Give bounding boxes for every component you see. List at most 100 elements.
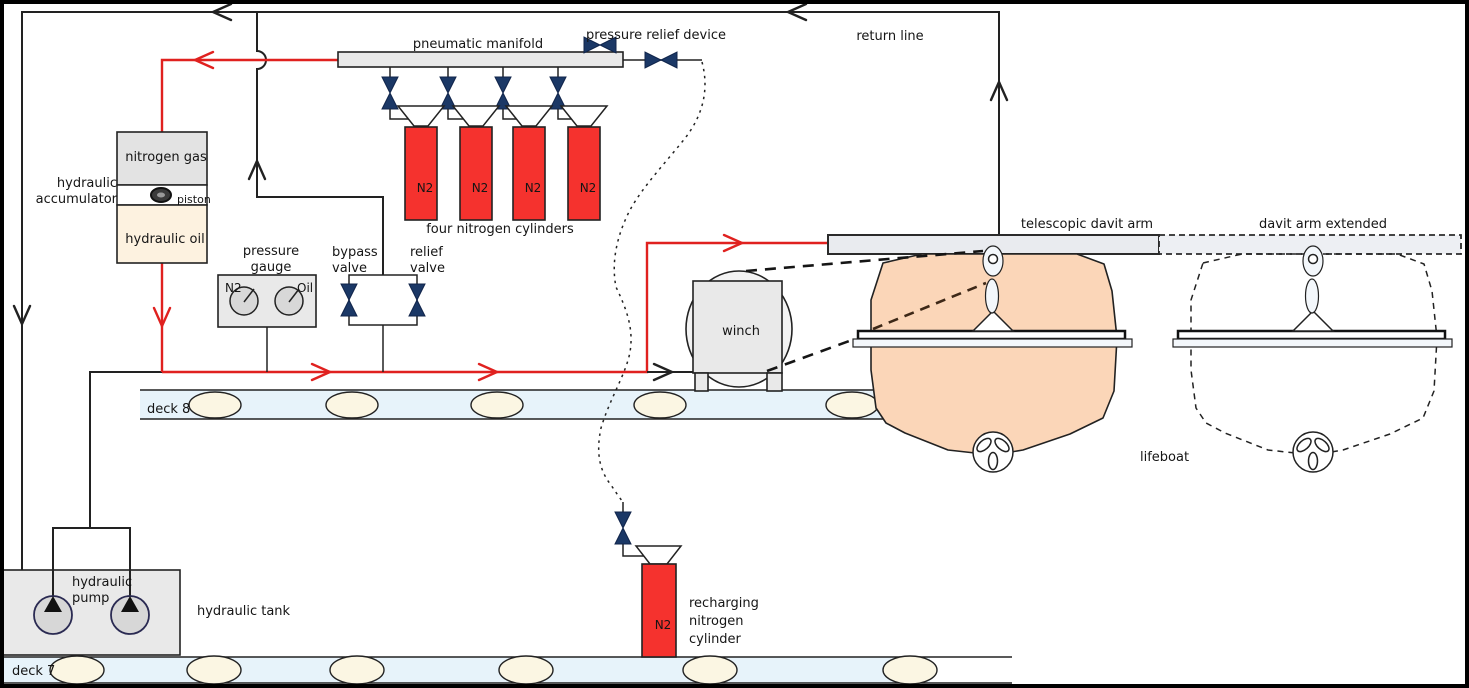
diagram-canvas bbox=[4, 4, 1462, 684]
deck8-porthole bbox=[470, 391, 524, 419]
main-pressure-line bbox=[162, 241, 827, 374]
hydraulic-oil-section bbox=[116, 204, 208, 264]
cylinder-funnel bbox=[451, 105, 501, 127]
lifeboat-hull bbox=[870, 253, 1118, 456]
flow-arrow-right bbox=[310, 362, 333, 382]
deck7-porthole bbox=[329, 655, 385, 684]
flow-arrow-down bbox=[12, 304, 32, 327]
recharge-valve-icon bbox=[614, 511, 632, 545]
lifting-beam bbox=[856, 329, 1127, 341]
flow-arrow-right bbox=[652, 362, 675, 382]
pressure-relief-device-label: pressure relief device bbox=[586, 28, 726, 43]
lifeboat-hull-extended bbox=[1190, 253, 1438, 456]
deck8-porthole bbox=[188, 391, 242, 419]
gauge-n2-label: N2 bbox=[225, 281, 242, 295]
cylinder-funnel bbox=[559, 105, 609, 127]
bypass-valve-icon bbox=[340, 283, 358, 317]
davit-arm-extended-label: davit arm extended bbox=[1259, 217, 1387, 232]
hoist-wire bbox=[745, 249, 984, 273]
return-line-piping bbox=[12, 4, 1009, 570]
deck7-porthole bbox=[882, 655, 938, 684]
recharging-assembly bbox=[598, 61, 706, 658]
hook-stand bbox=[971, 309, 1015, 332]
flow-arrow-up bbox=[989, 79, 1009, 102]
gauge-oil-label: Oil bbox=[297, 281, 314, 295]
pressure-relief-valve-icon bbox=[583, 36, 617, 54]
deck7-porthole bbox=[498, 655, 554, 684]
deck7-porthole bbox=[49, 655, 105, 684]
n2-label: N2 bbox=[471, 181, 489, 195]
n2-label: N2 bbox=[524, 181, 542, 195]
return-line-label: return line bbox=[856, 29, 924, 44]
lifeboat bbox=[852, 245, 1133, 473]
recharge-hose bbox=[598, 61, 706, 503]
winch-body bbox=[692, 280, 783, 374]
bypass-relief-assembly bbox=[340, 274, 426, 372]
deck7-porthole bbox=[186, 655, 242, 684]
deck-7 bbox=[4, 655, 1012, 684]
lifeboat-label: lifeboat bbox=[1140, 450, 1190, 465]
lifting-beam bbox=[1176, 329, 1447, 341]
flow-arrow-right bbox=[477, 362, 500, 382]
nitrogen-gas-label: nitrogen gas bbox=[125, 150, 207, 165]
recharge-nitrogen-cylinder bbox=[641, 563, 677, 658]
cylinder-funnel bbox=[504, 105, 554, 127]
nitrogen-gas-section bbox=[116, 131, 208, 186]
flow-arrow-up bbox=[247, 158, 267, 181]
deck8-porthole bbox=[633, 391, 687, 419]
wire-falls bbox=[745, 249, 987, 373]
hydraulic-tank-label: hydraulic tank bbox=[197, 604, 291, 619]
deck7-label: deck 7 bbox=[12, 664, 56, 679]
piston-label: piston bbox=[177, 193, 211, 206]
pump-arrow-icon bbox=[44, 596, 62, 612]
pneumatic-manifold bbox=[337, 36, 702, 69]
relief-return-branch bbox=[247, 12, 384, 275]
cylinder-valve-icon bbox=[381, 76, 567, 110]
pneumatic-manifold-label: pneumatic manifold bbox=[412, 37, 544, 52]
nitrogen-cylinder bbox=[512, 126, 546, 221]
winch-label: winch bbox=[722, 324, 760, 339]
cylinder-funnel bbox=[634, 545, 683, 565]
flow-arrow-left bbox=[192, 50, 215, 70]
pressure-lines bbox=[152, 50, 827, 382]
n2-label: N2 bbox=[654, 618, 672, 632]
pump-arrow-icon bbox=[121, 596, 139, 612]
lifting-beam-lower bbox=[852, 338, 1133, 348]
hydraulic-accumulator bbox=[116, 131, 208, 264]
telescopic-davit-arm-label: telescopic davit arm bbox=[1020, 217, 1154, 232]
pump-discharge-line bbox=[52, 371, 162, 597]
flow-arrow-left bbox=[210, 4, 233, 22]
pressure-relief-valve-icon bbox=[644, 51, 678, 69]
suspension-link bbox=[984, 278, 1000, 314]
deck7-porthole bbox=[682, 655, 738, 684]
lowering-wire bbox=[766, 338, 853, 373]
winch bbox=[685, 270, 793, 392]
flow-arrow-right bbox=[722, 233, 745, 253]
n2-label: N2 bbox=[416, 181, 434, 195]
cylinder-funnel bbox=[396, 105, 446, 127]
deck8-porthole bbox=[325, 391, 379, 419]
deck-8 bbox=[140, 389, 885, 420]
hydraulic-oil-label: hydraulic oil bbox=[125, 232, 205, 247]
flow-arrow-left bbox=[785, 4, 808, 22]
suspension-link bbox=[1304, 278, 1320, 314]
nitrogen-cylinder-bank bbox=[381, 67, 609, 221]
nitrogen-cylinder bbox=[567, 126, 601, 221]
boat-sling-wire bbox=[872, 281, 987, 331]
n2-label: N2 bbox=[579, 181, 597, 195]
four-nitrogen-cylinders-label: four nitrogen cylinders bbox=[426, 222, 574, 237]
accumulator-charge-line bbox=[160, 58, 338, 132]
lifting-beam-lower bbox=[1172, 338, 1453, 348]
nitrogen-cylinder bbox=[404, 126, 438, 221]
nitrogen-cylinder bbox=[459, 126, 493, 221]
winch-leg bbox=[694, 372, 709, 392]
hydraulic-tank bbox=[4, 371, 181, 656]
flow-arrow-down bbox=[152, 306, 172, 329]
